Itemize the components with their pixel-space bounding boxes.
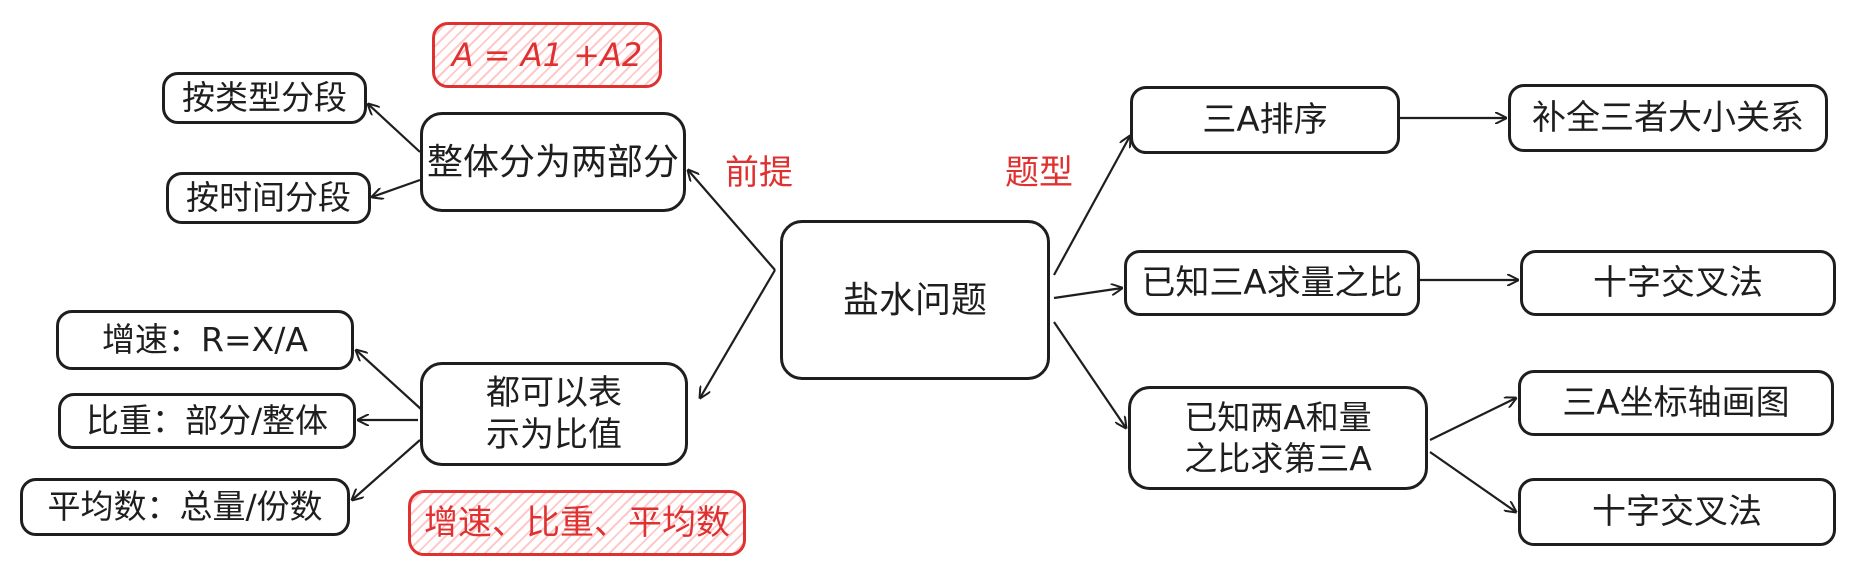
edge-whole-to-time	[372, 178, 421, 197]
formula-note-text: A = A1 +A2	[451, 36, 643, 74]
cross-method-node-2: 十字交叉法	[1518, 478, 1836, 546]
axis-plot-node-text: 三A坐标轴画图	[1562, 382, 1790, 423]
by-time-node: 按时间分段	[166, 172, 371, 224]
sort-three-node: 三A排序	[1130, 86, 1400, 154]
edge-center-to-known3	[1053, 288, 1122, 300]
edge-ratio-to-growth	[356, 350, 423, 411]
known-three-node-text: 已知三A求量之比	[1141, 262, 1403, 303]
center-node-text: 盐水问题	[842, 279, 987, 321]
edge-ratio-to-average	[352, 439, 421, 500]
by-time-node-text: 按时间分段	[186, 178, 351, 218]
edge-center-to-whole	[688, 170, 776, 271]
axis-plot-node: 三A坐标轴画图	[1518, 370, 1834, 436]
edge-whole-to-type	[368, 104, 421, 153]
average-node: 平均数：总量/份数	[20, 478, 350, 536]
by-type-node: 按类型分段	[162, 72, 367, 124]
edge-known2-to-axis	[1429, 398, 1516, 441]
center-node: 盐水问题	[780, 220, 1050, 380]
premise-label: 前提	[725, 153, 793, 193]
growth-node-text: 增速：R=X/A	[102, 320, 308, 360]
cross-method-node-1: 十字交叉法	[1520, 250, 1836, 316]
complete-relation-node: 补全三者大小关系	[1508, 84, 1828, 152]
complete-relation-node-text: 补全三者大小关系	[1532, 97, 1804, 138]
cross-method-node-1-text: 十字交叉法	[1593, 262, 1763, 303]
ratio-examples-note-text: 增速、比重、平均数	[424, 502, 730, 543]
whole-split-node-text: 整体分为两部分	[426, 141, 679, 183]
ratio-node: 都可以表 示为比值	[420, 362, 688, 466]
average-node-text: 平均数：总量/份数	[47, 487, 323, 527]
whole-split-node: 整体分为两部分	[420, 112, 686, 212]
known-two-node-line2: 之比求第三A	[1184, 439, 1372, 478]
growth-node: 增速：R=X/A	[56, 310, 354, 370]
ratio-node-line1: 都可以表	[486, 372, 622, 413]
proportion-node-text: 比重：部分/整体	[85, 401, 329, 441]
by-type-node-text: 按类型分段	[182, 78, 347, 118]
question-type-label: 题型	[1005, 153, 1073, 193]
edge-center-to-sort	[1053, 136, 1130, 276]
ratio-node-line2: 示为比值	[486, 415, 622, 455]
edge-known2-to-cross	[1429, 451, 1516, 512]
known-three-node: 已知三A求量之比	[1124, 250, 1420, 316]
edge-center-to-ratio	[700, 269, 776, 398]
formula-note: A = A1 +A2	[432, 22, 662, 88]
proportion-node: 比重：部分/整体	[58, 393, 356, 449]
known-two-node: 已知两A和量 之比求第三A	[1128, 386, 1428, 490]
known-two-node-line1: 已知两A和量	[1184, 397, 1372, 437]
sort-three-node-text: 三A排序	[1202, 99, 1328, 140]
edge-center-to-known2	[1053, 321, 1126, 428]
ratio-examples-note: 增速、比重、平均数	[408, 490, 746, 556]
cross-method-node-2-text: 十字交叉法	[1592, 491, 1762, 532]
